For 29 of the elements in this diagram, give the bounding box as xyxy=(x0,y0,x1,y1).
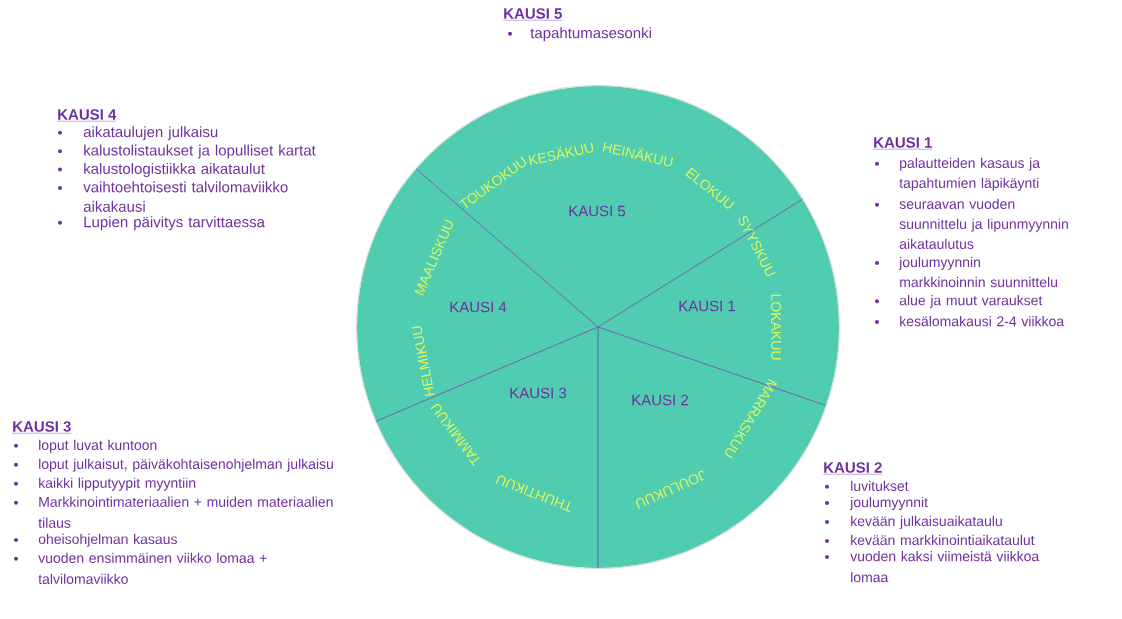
bullet-item: vaihtoehtoisesti talvilomaviikko aikakausi xyxy=(83,181,288,212)
node-label: KAUSI 1 xyxy=(679,300,736,312)
bullet-item: Lupien päivitys tarvittaessa xyxy=(84,216,265,231)
bullet-item: joulumyynnit xyxy=(849,496,928,510)
list-heading: KAUSI 2 xyxy=(823,462,883,475)
bullet-item: alue ja muut varaukset xyxy=(899,295,1043,309)
bullet-item: loput luvat kuntoon xyxy=(39,439,157,453)
node-label: KAUSI 4 xyxy=(450,301,507,313)
node-label: KAUSI 3 xyxy=(510,387,567,399)
list-heading: KAUSI 4 xyxy=(57,109,117,122)
bullet-item: luvitukset xyxy=(851,480,909,491)
list-heading: KAUSI 3 xyxy=(12,421,72,434)
list-heading: KAUSI 5 xyxy=(503,8,563,21)
month-label: HELMIKUU xyxy=(411,326,435,397)
bullet-item: loput julkaisut, päiväkohtaisenohjelman julkaisu xyxy=(39,458,333,472)
bullet-item: vuoden kaksi viimeistä viikkoa lomaa xyxy=(850,551,1040,583)
bullet-item: kevään markkinointiaikataulut xyxy=(851,534,1035,546)
bullet-item: kesälomakausi 2-4 viikkoa xyxy=(900,316,1065,327)
bullet-item: kalustolistaukset ja lopulliset kartat xyxy=(84,144,316,159)
bullet-item: kevään julkaisuaikataulu xyxy=(851,515,1002,529)
bullet-item: aikataulujen julkaisu xyxy=(83,126,218,141)
month-label: KESÄKUU xyxy=(528,142,594,166)
bullet-item: oheisohjelman kasaus xyxy=(38,533,177,547)
bullet-item: kaikki lipputyypit myyntiin xyxy=(39,477,196,491)
node-label: KAUSI 2 xyxy=(632,394,689,406)
list-heading: KAUSI 1 xyxy=(873,137,933,150)
bullet-item: vuoden ensimmäinen viikko lomaa + talvilomaviikko xyxy=(38,552,267,584)
bullet-item: kalustologistiikka aikataulut xyxy=(84,163,265,177)
bullet-item: tapahtumasesonki xyxy=(530,27,651,42)
